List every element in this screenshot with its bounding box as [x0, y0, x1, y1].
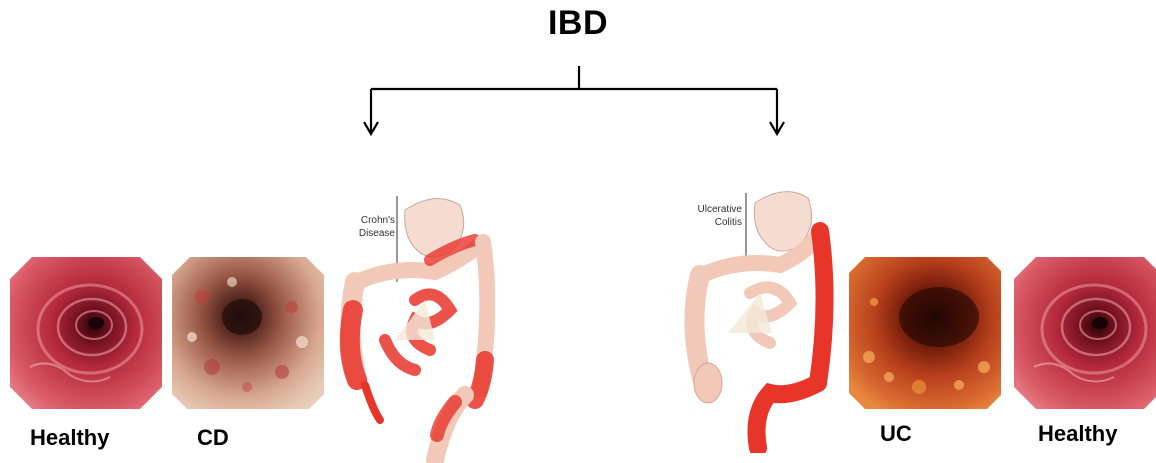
endoscopy-healthy-right: [1014, 257, 1156, 409]
caption-ulcerative: UC: [880, 421, 912, 447]
colon-label-crohns: Crohn's Disease: [335, 214, 395, 240]
caption-healthy-right: Healthy: [1038, 421, 1117, 447]
colon-label-ulcerative: Ulcerative Colitis: [682, 203, 742, 229]
endoscopy-healthy-left: [10, 257, 162, 409]
endoscopy-ulcerative: [849, 257, 1001, 409]
caption-crohns: CD: [197, 425, 229, 451]
endoscopy-crohns: [172, 257, 324, 409]
caption-healthy-left: Healthy: [30, 425, 109, 451]
